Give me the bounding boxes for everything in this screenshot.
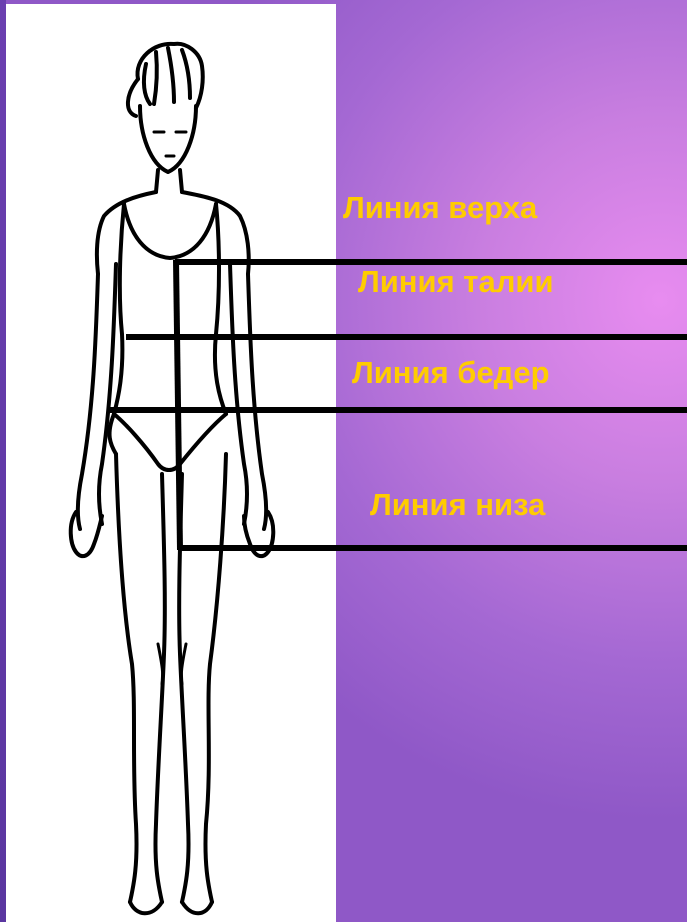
female-body-outline-icon — [6, 4, 336, 922]
top-line-label: Линия верха — [343, 192, 537, 223]
figure-panel — [6, 4, 336, 922]
waist-line-label: Линия талии — [358, 266, 554, 297]
bottom-line-label: Линия низа — [370, 489, 545, 520]
hips-line-label: Линия бедер — [352, 357, 550, 388]
